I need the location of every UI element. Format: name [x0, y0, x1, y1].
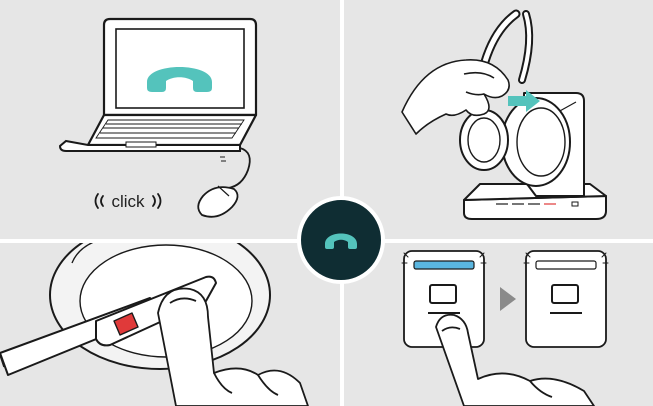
headset-button-illustration — [0, 243, 340, 406]
mouse-icon — [198, 186, 237, 217]
led-blue-icon — [414, 261, 474, 269]
click-label: click — [111, 192, 145, 211]
panel-headset-button — [0, 243, 340, 406]
arrow-next-icon — [500, 287, 516, 311]
panel-softphone-click: click — [0, 0, 340, 239]
base-station-button-illustration — [344, 243, 653, 406]
hang-up-badge — [297, 196, 385, 284]
hang-up-icon — [301, 200, 381, 280]
base-station-illustration — [344, 0, 653, 239]
headset-icon — [460, 110, 508, 170]
panel-dock-headset — [344, 0, 653, 239]
laptop-illustration: click — [0, 0, 340, 239]
panel-base-led — [344, 243, 653, 406]
led-off-icon — [536, 261, 596, 269]
phone-key-off-icon — [526, 251, 606, 347]
